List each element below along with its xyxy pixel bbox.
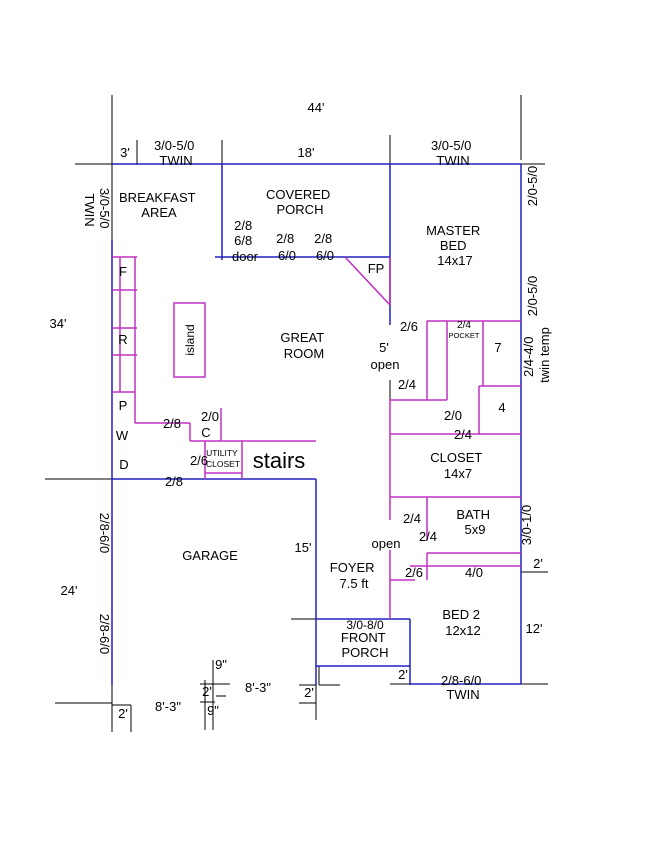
door-2-4-bath-bottom: 2/4 bbox=[419, 529, 437, 544]
dimension-lines bbox=[45, 95, 548, 732]
dim-9-low: 9" bbox=[207, 703, 219, 718]
opening-great: open bbox=[371, 357, 400, 372]
door-4-0: 4/0 bbox=[465, 565, 483, 580]
room-utility-closet: UTILITY CLOSET bbox=[206, 448, 240, 469]
window-right-twin-temp: 2/4-4/0 twin temp bbox=[521, 327, 552, 383]
dim-3: 3' bbox=[120, 145, 130, 160]
pocket-label: POCKET bbox=[449, 331, 480, 340]
opening-foyer: open bbox=[372, 536, 401, 551]
room-bath: BATH 5x9 bbox=[456, 507, 493, 537]
window-front-porch: 3/0-8/0 bbox=[346, 618, 384, 632]
room-labels: BREAKFAST AREA COVERED PORCH MASTER BED … bbox=[119, 187, 493, 660]
cabinet-p: P bbox=[119, 398, 128, 413]
window-right-top: 2/0-5/0 bbox=[525, 166, 540, 206]
door-2-4-closet: 2/4 bbox=[454, 427, 472, 442]
interior-walls bbox=[112, 256, 521, 619]
room-bed2: BED 2 12x12 bbox=[442, 607, 483, 638]
dimension-labels: 44' 34' 24' 3' 18' 15' 12' 5' 8'-3" 8'-3… bbox=[50, 100, 543, 721]
island-label: island bbox=[183, 324, 197, 355]
room-covered-porch: COVERED PORCH bbox=[266, 187, 334, 217]
door-2-4-pocket: 2/4 bbox=[457, 320, 471, 331]
door-2-0-c: 2/0 bbox=[201, 409, 219, 424]
exterior-walls bbox=[111, 163, 522, 685]
dim-18: 18' bbox=[298, 145, 315, 160]
dim-7: 7 bbox=[494, 340, 501, 355]
dim-15: 15' bbox=[295, 540, 312, 555]
cabinet-f: F bbox=[119, 264, 127, 279]
cabinet-w: W bbox=[116, 428, 129, 443]
window-garage-upper: 2/8-6/0 bbox=[97, 513, 112, 553]
window-bed2-bottom: 2/8-6/0 TWIN bbox=[441, 673, 485, 702]
dim-4: 4 bbox=[498, 400, 505, 415]
stairs-label: stairs bbox=[253, 448, 306, 473]
dim-34: 34' bbox=[50, 316, 67, 331]
door-2-8-6-0-b: 2/8 6/0 bbox=[314, 231, 336, 263]
dim-44: 44' bbox=[308, 100, 325, 115]
door-2-6-foyer: 2/6 bbox=[405, 565, 423, 580]
dim-24: 24' bbox=[61, 583, 78, 598]
window-garage-lower: 2/8-6/0 bbox=[97, 614, 112, 654]
door-2-8-garage: 2/8 bbox=[165, 474, 183, 489]
door-2-4-bath-left: 2/4 bbox=[403, 511, 421, 526]
dim-5: 5' bbox=[379, 340, 389, 355]
door-2-0-closet: 2/0 bbox=[444, 408, 462, 423]
window-top-left: 3/0-5/0 TWIN bbox=[154, 138, 198, 168]
dim-2-a: 2' bbox=[118, 706, 128, 721]
cabinet-r: R bbox=[118, 332, 127, 347]
room-great-room: GREAT ROOM bbox=[280, 330, 327, 361]
door-2-6-utility: 2/6 bbox=[190, 453, 208, 468]
opening-labels: 2/8 6/8 door 2/8 6/0 2/8 6/0 2/6 open 2/… bbox=[163, 218, 506, 580]
dim-8-3-left: 8'-3" bbox=[155, 699, 181, 714]
dim-2-b: 2' bbox=[202, 684, 212, 699]
cabinet-d: D bbox=[119, 457, 128, 472]
window-right-mid: 2/0-5/0 bbox=[525, 276, 540, 316]
door-2-6-master: 2/6 bbox=[400, 319, 418, 334]
window-right-bath: 3/0-1/0 bbox=[519, 505, 534, 545]
dim-9-top: 9" bbox=[215, 657, 227, 672]
door-2-8-pantry: 2/8 bbox=[163, 416, 181, 431]
cabinet-c: C bbox=[201, 425, 210, 440]
room-front-porch: FRONT PORCH bbox=[341, 630, 389, 660]
room-foyer: FOYER 7.5 ft bbox=[330, 560, 378, 591]
room-closet: CLOSET 14x7 bbox=[430, 450, 485, 481]
dim-2-c: 2' bbox=[304, 685, 314, 700]
door-2-8-6-8: 2/8 6/8 door bbox=[232, 218, 259, 264]
window-top-right: 3/0-5/0 TWIN bbox=[431, 138, 475, 168]
cabinet-labels: F R P W D C bbox=[116, 264, 211, 472]
dim-2-d: 2' bbox=[398, 667, 408, 682]
room-breakfast: BREAKFAST AREA bbox=[119, 190, 199, 220]
fireplace-label: FP bbox=[368, 261, 385, 276]
door-2-4-left: 2/4 bbox=[398, 377, 416, 392]
dim-12: 12' bbox=[526, 621, 543, 636]
dim-8-3-right: 8'-3" bbox=[245, 680, 271, 695]
room-garage: GARAGE bbox=[182, 548, 238, 563]
door-2-8-6-0-a: 2/8 6/0 bbox=[276, 231, 298, 263]
window-labels: 3/0-5/0 TWIN 3/0-5/0 TWIN 3/0-5/0 TWIN 2… bbox=[82, 138, 552, 702]
room-master-bed: MASTER BED 14x17 bbox=[426, 223, 484, 268]
dim-2-e: 2' bbox=[533, 556, 543, 571]
window-left-vertical: 3/0-5/0 TWIN bbox=[82, 188, 112, 232]
